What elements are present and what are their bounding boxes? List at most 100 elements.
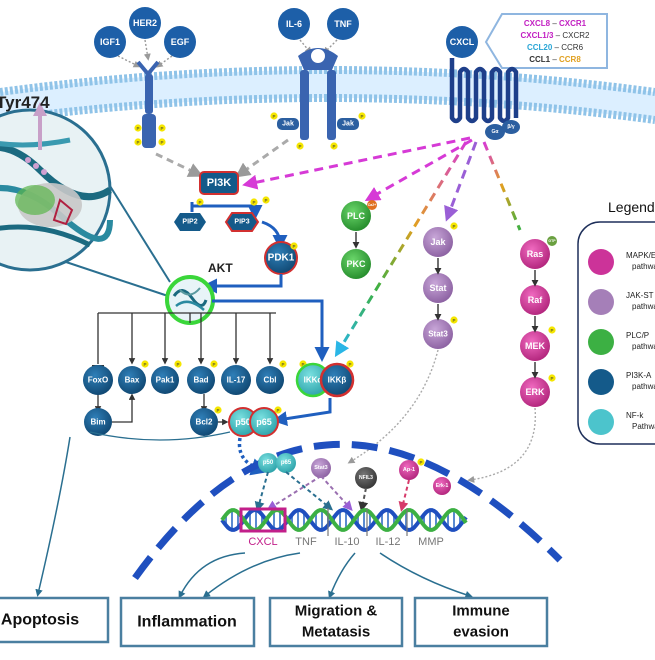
svg-text:P: P [216, 408, 219, 413]
svg-text:Gα: Gα [492, 129, 500, 135]
svg-text:β/γ: β/γ [507, 124, 514, 130]
svg-text:Pak1: Pak1 [156, 376, 175, 385]
svg-text:MAPK/E: MAPK/E [626, 251, 655, 260]
svg-text:Inflammation: Inflammation [137, 614, 237, 631]
phospho-marker: P [330, 142, 338, 150]
pkc-node: PKC [341, 249, 371, 279]
dna-helix [220, 507, 468, 536]
svg-text:P: P [252, 200, 255, 205]
svg-text:Jak: Jak [282, 121, 294, 128]
svg-text:Erk-1: Erk-1 [436, 483, 449, 489]
phospho-marker: P [417, 458, 425, 466]
phospho-marker: P [270, 112, 278, 120]
pip2-to-pip3-arrow [190, 202, 255, 214]
legend-item: MAPK/E pathwa [588, 249, 655, 275]
svg-text:NFIL3: NFIL3 [359, 475, 373, 481]
phospho-marker: P [134, 138, 142, 146]
gene-tnf: TNF [295, 536, 317, 548]
svg-text:P: P [348, 362, 351, 367]
svg-text:IKKβ: IKKβ [328, 376, 347, 385]
svg-text:PDK1: PDK1 [268, 253, 295, 264]
phospho-marker: P [196, 198, 204, 206]
svg-text:P: P [550, 376, 553, 381]
erk1-node: Erk-1 [433, 477, 451, 495]
svg-text:PLC/P: PLC/P [626, 331, 649, 340]
erk-to-nucleus-arrow [467, 407, 536, 483]
svg-text:p50: p50 [263, 460, 274, 466]
phospho-marker: P [279, 360, 287, 368]
phospho-marker: P [250, 198, 258, 206]
akt-to-ikk-arrow [212, 299, 330, 362]
svg-text:Migration &: Migration & [295, 603, 378, 620]
outcome-migration: Migration & Metatasis [268, 596, 404, 648]
tyr474-label: Tyr474 [0, 93, 50, 112]
svg-text:pathwa: pathwa [632, 262, 655, 271]
legend-item: NF-kPathwa [588, 409, 655, 435]
svg-text:Ca2+: Ca2+ [368, 203, 376, 207]
phospho-marker: P [346, 360, 354, 368]
phospho-marker: P [296, 142, 304, 150]
svg-text:pathwa: pathwa [632, 342, 655, 351]
legend-title: Legend [608, 199, 655, 215]
jak-right: Jak [337, 118, 359, 130]
stat3-node: Stat3 [423, 319, 453, 349]
legend-item: PLC/P pathwa [588, 329, 655, 355]
svg-text:PIP3: PIP3 [234, 219, 249, 226]
raf-node: Raf [520, 285, 550, 315]
phospho-marker: P [450, 222, 458, 230]
gene-mmp: MMP [418, 536, 444, 548]
svg-text:p50: p50 [235, 417, 251, 427]
gene-il10: IL-10 [334, 536, 359, 548]
svg-text:P: P [264, 198, 267, 203]
stat-node: Stat [423, 273, 453, 303]
akt-label: AKT [208, 261, 233, 275]
ligand-il6: IL-6 [278, 8, 310, 40]
svg-text:evasion: evasion [453, 624, 509, 641]
svg-text:P: P [452, 318, 455, 323]
phospho-marker: P [262, 196, 270, 204]
svg-text:Raf: Raf [528, 295, 544, 305]
phospho-marker: P [214, 406, 222, 414]
svg-text:P: P [176, 362, 179, 367]
jak-left: Jak [277, 118, 299, 130]
legend-item: JAK-STpathwa [588, 289, 655, 315]
plc-node: PLC [341, 201, 371, 231]
pdk1-to-akt-arrow [202, 274, 283, 294]
bax-node: Bax [118, 366, 146, 394]
pip3-node: PIP3 [224, 212, 260, 232]
phospho-marker: P [158, 124, 166, 132]
phospho-marker: P [290, 242, 298, 250]
pak1-node: Pak1 [151, 366, 179, 394]
svg-text:P: P [281, 362, 284, 367]
svg-text:Immune: Immune [452, 603, 510, 620]
svg-text:Bad: Bad [193, 376, 208, 385]
tf-to-dna-arrows [254, 471, 410, 512]
mek-node: MEK [520, 331, 550, 361]
ikk-complex: IKKα IKKβ [295, 362, 355, 398]
nuclear-stat3: Stat3 [311, 458, 331, 478]
svg-text:P: P [292, 244, 295, 249]
svg-text:IL-6: IL-6 [286, 19, 302, 29]
apoptosis-bracket [89, 431, 231, 441]
cxcl-pair: CXCL8 – CXCR1 [524, 19, 587, 28]
svg-text:Jak: Jak [430, 237, 446, 247]
ligand-tnf: TNF [327, 8, 359, 40]
phospho-marker: P [210, 360, 218, 368]
svg-text:Stat3: Stat3 [314, 465, 327, 471]
legend: Legend MAPK/EpathwaJAK-STpathwaPLC/Ppath… [577, 199, 655, 445]
svg-text:PI3K: PI3K [207, 177, 232, 189]
svg-text:P: P [198, 200, 201, 205]
phospho-marker: P [450, 316, 458, 324]
gtp-marker: GTP [547, 236, 557, 246]
svg-text:P: P [136, 126, 139, 131]
svg-text:P: P [419, 460, 422, 465]
nfkb-translocation-arrow [237, 437, 269, 476]
svg-text:Bim: Bim [90, 418, 105, 427]
svg-text:P: P [550, 328, 553, 333]
svg-text:P: P [143, 362, 146, 367]
svg-text:Cbl: Cbl [264, 376, 277, 385]
nuclear-envelope [132, 440, 563, 581]
svg-text:IL-17: IL-17 [227, 376, 246, 385]
